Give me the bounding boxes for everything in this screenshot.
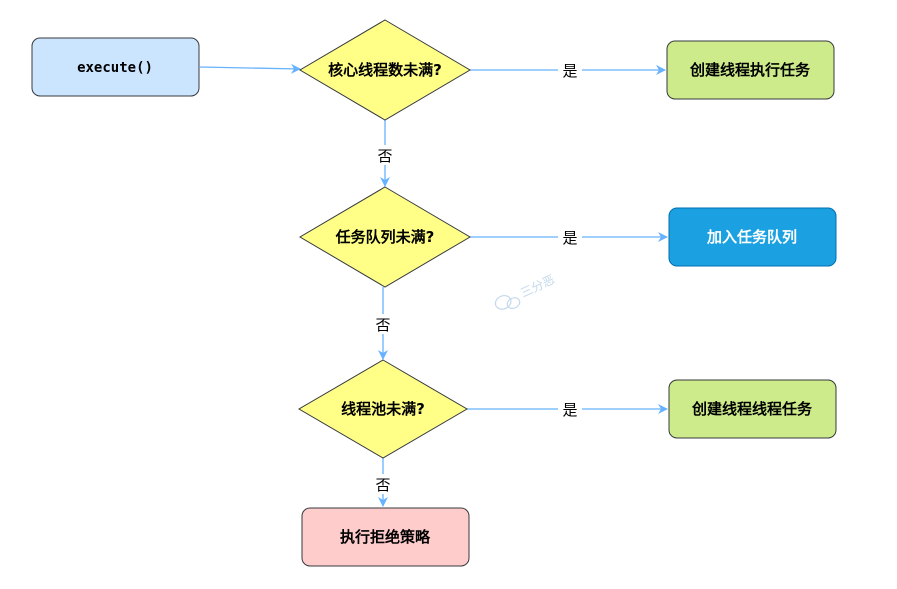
node-reject-label: 执行拒绝策略: [340, 528, 431, 546]
edge-label-no-3: 否: [375, 476, 390, 494]
edge-label-yes-1: 是: [562, 62, 577, 80]
node-queue-check: 任务队列未满?: [299, 186, 471, 288]
node-core-check-label: 核心线程数未满?: [328, 61, 442, 79]
edges: 是 否 是 否 是 否: [199, 60, 668, 507]
watermark: 三分恶: [494, 272, 557, 310]
node-pool-check: 线程池未满?: [298, 359, 468, 459]
node-enqueue-label: 加入任务队列: [706, 228, 797, 246]
node-core-check: 核心线程数未满?: [299, 19, 471, 121]
watermark-text: 三分恶: [518, 272, 557, 300]
node-create-core-label: 创建线程执行任务: [689, 61, 811, 79]
node-enqueue: 加入任务队列: [668, 207, 837, 267]
edge-execute-to-core-check: [199, 63, 301, 74]
node-execute: execute(): [31, 37, 200, 97]
edge-label-yes-3: 是: [562, 401, 577, 419]
node-queue-check-label: 任务队列未满?: [335, 228, 435, 246]
wechat-icon: [494, 294, 521, 310]
node-create-thread-label: 创建线程线程任务: [691, 400, 813, 418]
node-create-core: 创建线程执行任务: [666, 40, 835, 100]
edge-label-no-2: 否: [375, 316, 390, 334]
node-pool-check-label: 线程池未满?: [341, 400, 425, 418]
node-execute-label: execute(): [77, 60, 153, 76]
node-create-thread: 创建线程线程任务: [668, 379, 837, 439]
edge-label-yes-2: 是: [562, 229, 577, 247]
node-reject: 执行拒绝策略: [301, 507, 470, 567]
edge-label-no-1: 否: [377, 147, 392, 165]
